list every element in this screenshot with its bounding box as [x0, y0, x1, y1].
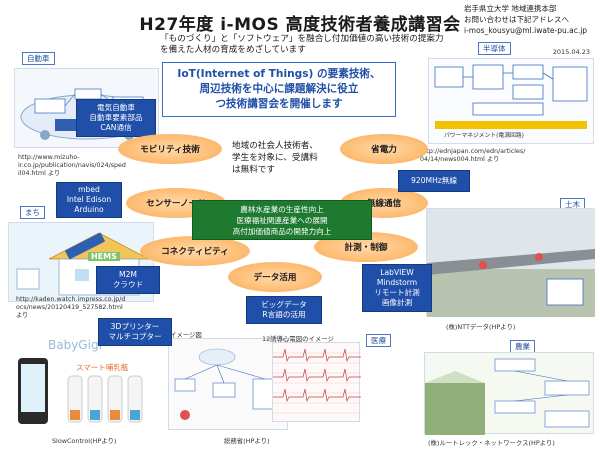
- headline-box: IoT(Internet of Things) の要素技術、 周辺技術を中心に課…: [162, 62, 396, 117]
- goal-box: 農林水産業の生産性向上 医療福祉関連産業への展開 高付加価値商品の開発力向上: [192, 200, 372, 240]
- info-ev: 電気自動車 自動車要素部品 CAN通信: [76, 99, 156, 137]
- power-circuit-diagram-icon: [434, 64, 588, 129]
- tag-semi: 半導体: [478, 42, 511, 55]
- organization-info: 岩手県立大学 地域連携本部 お問い合わせは下記アドレスへ i-mos_kousy…: [464, 3, 594, 36]
- caption-soumu: 総務省(HPより): [224, 437, 270, 445]
- caption-slow: SlowControl(HPより): [52, 437, 117, 445]
- info-m2m: M2M クラウド: [96, 266, 160, 294]
- url-semi[interactable]: http://ednjapan.com/edn/articles/ 04/14/…: [420, 148, 526, 163]
- hems-label: HEMS: [88, 252, 120, 261]
- topic-data-usage: データ活用: [228, 262, 322, 292]
- topic-connectivity: コネクティビティ: [140, 236, 250, 266]
- baby-bottle-illustration: [8, 330, 148, 432]
- network-diagram-icon: [174, 348, 280, 420]
- caption-ecg: 12誘導心電図のイメージ: [262, 335, 334, 343]
- smart-bottle-label: スマート哺乳瓶: [76, 363, 129, 372]
- babygigl-logo: BabyGigl: [48, 338, 102, 352]
- info-mbed: mbed Intel Edison Arduino: [56, 182, 122, 218]
- info-bigdata: ビッグデータ R言語の活用: [246, 296, 322, 324]
- page-title: H27年度 i-MOS 高度技術者養成講習会: [139, 15, 461, 35]
- bridge-sensor-icon: [427, 209, 595, 317]
- tag-car: 自動車: [22, 52, 55, 65]
- civil-photo: [426, 208, 595, 317]
- url-car[interactable]: http://www.mizuho- ir.co.jp/publication/…: [18, 154, 126, 177]
- info-920mhz: 920MHz無線: [398, 170, 470, 192]
- tag-med: 医療: [366, 334, 391, 347]
- subtitle: 「ものづくり」と「ソフトウェア」を融合し付加価値の高い技術の提案力 を備えた人材…: [160, 34, 444, 55]
- caption-routrek: (株)ルートレック・ネットワークス(HPより): [428, 439, 555, 447]
- ecg-waveform-icon: [273, 348, 361, 414]
- ecg-chart: [272, 342, 361, 422]
- topic-power: 省電力: [340, 134, 428, 164]
- date: 2015.04.23: [552, 48, 590, 56]
- greenhouse-network-icon: [425, 358, 590, 435]
- agri-diagram: [424, 352, 594, 435]
- smart-bottle-icon: [18, 358, 143, 424]
- caption-image: イメージ図: [170, 331, 202, 339]
- contact-email[interactable]: i-mos_kousyu@ml.iwate-pu.ac.jp: [464, 26, 588, 35]
- info-3dprinter: 3Dプリンター マルチコプター: [98, 318, 172, 346]
- caption-power-mgmt: パワーマネジメント(電源回路): [444, 133, 524, 139]
- caption-ntt: (株)NTTデータ(HPより): [446, 323, 516, 331]
- info-labview: LabVIEW Mindstorm リモート計測 画像計測: [362, 264, 432, 312]
- topic-mobility: モビリティ技術: [118, 134, 222, 164]
- tag-town: まち: [20, 206, 45, 219]
- url-town[interactable]: http://kaden.watch.impress.co.jp/d ocs/n…: [16, 296, 126, 319]
- center-note: 地域の社会人技術者、 学生を対象に、受講料 は無料です: [232, 141, 318, 175]
- semi-diagram: [428, 58, 594, 144]
- medical-network-diagram: [168, 338, 288, 430]
